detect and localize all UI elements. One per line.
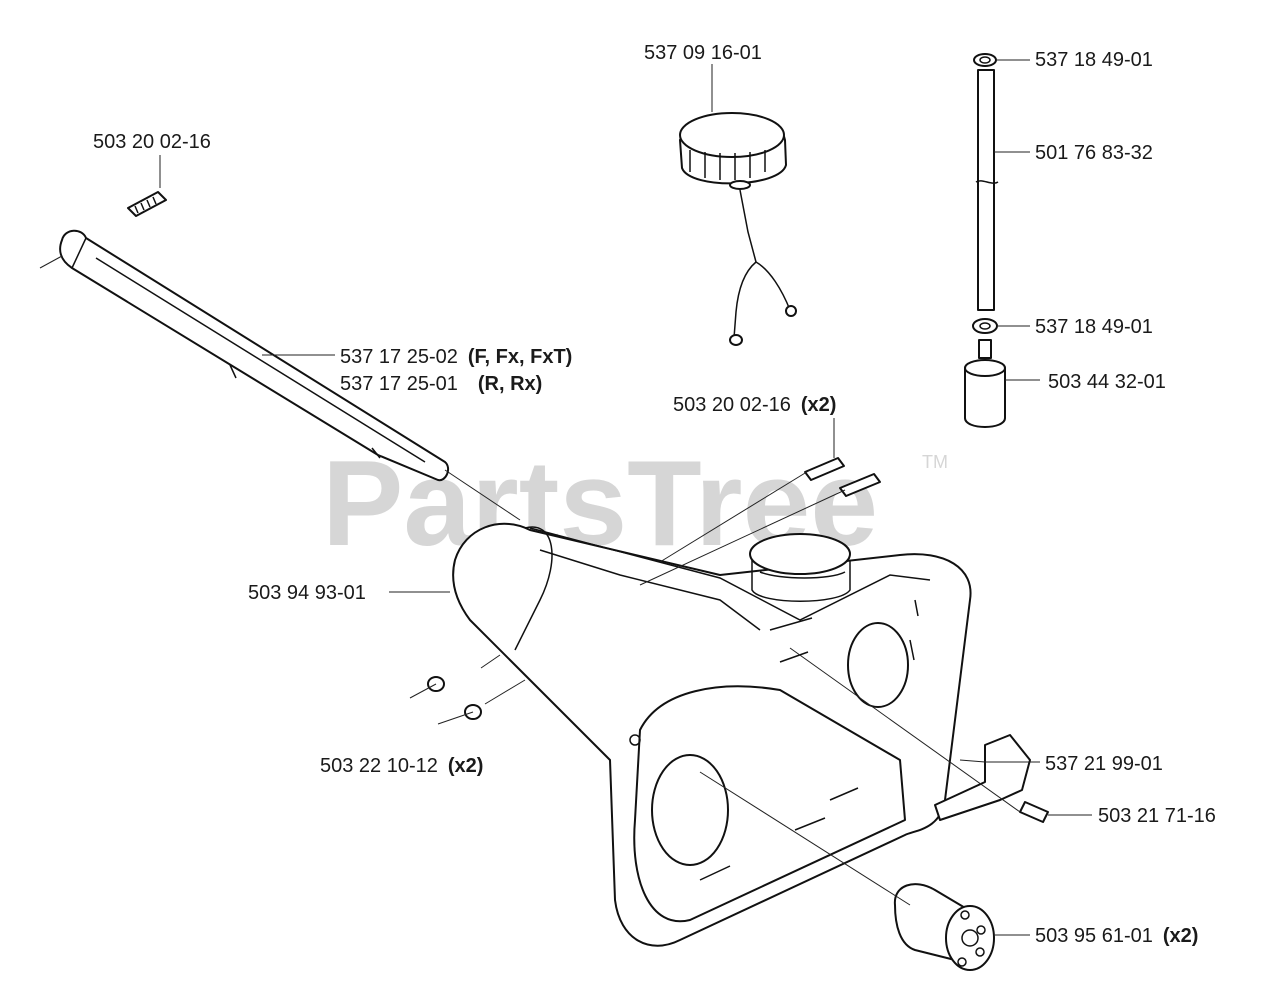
tank-screws-part-number: 503 20 02-16: [673, 394, 791, 416]
gasket-top-part-number: 537 18 49-01: [1035, 49, 1153, 71]
handle-part-number-alt: 537 17 25-01: [340, 373, 458, 395]
tank-screws-label: 503 20 02-16 (x2): [673, 394, 836, 416]
nuts-label: 503 22 10-12 (x2): [320, 755, 483, 777]
tank-screws-part: [804, 457, 881, 497]
fuel-cap-part: [679, 112, 797, 346]
fuel-hose-part: [964, 53, 1006, 428]
tank-part-number: 503 94 93-01: [248, 582, 366, 604]
handle-part-number-line-2: 537 17 25-01 (R, Rx): [340, 373, 542, 395]
filter-part-number: 503 44 32-01: [1048, 371, 1166, 393]
handle-screw-part: [127, 191, 167, 217]
cap-part-number: 537 09 16-01: [644, 42, 762, 64]
hose-part-number: 501 76 83-32: [1035, 142, 1153, 164]
bracket-part-number: 537 21 99-01: [1045, 753, 1163, 775]
handle-screw-part-number: 503 20 02-16: [93, 131, 211, 153]
dampers-part-number: 503 95 61-01: [1035, 925, 1153, 947]
damper-part: [893, 883, 995, 971]
fuel-tank-part: [452, 522, 972, 947]
bracket-part: [934, 734, 1031, 821]
bracket-screw-part-number: 503 21 71-16: [1098, 805, 1216, 827]
tank-screws-qty: (x2): [801, 394, 837, 416]
bracket-screw-part: [1019, 801, 1049, 823]
trademark-mark: TM: [922, 452, 948, 472]
handle-model-note-alt: (R, Rx): [478, 373, 542, 395]
nuts-part: [427, 676, 482, 720]
handle-tube-part: [39, 229, 449, 482]
handle-model-note-primary: (F, Fx, FxT): [468, 346, 572, 368]
leader-lines: [159, 59, 1092, 936]
nuts-qty: (x2): [448, 755, 484, 777]
handle-part-number-primary: 537 17 25-02: [340, 346, 458, 368]
dampers-label: 503 95 61-01 (x2): [1035, 925, 1198, 947]
handle-part-number-line-1: 537 17 25-02 (F, Fx, FxT): [340, 346, 572, 368]
dampers-qty: (x2): [1163, 925, 1199, 947]
gasket-bottom-part-number: 537 18 49-01: [1035, 316, 1153, 338]
nuts-part-number: 503 22 10-12: [320, 755, 438, 777]
